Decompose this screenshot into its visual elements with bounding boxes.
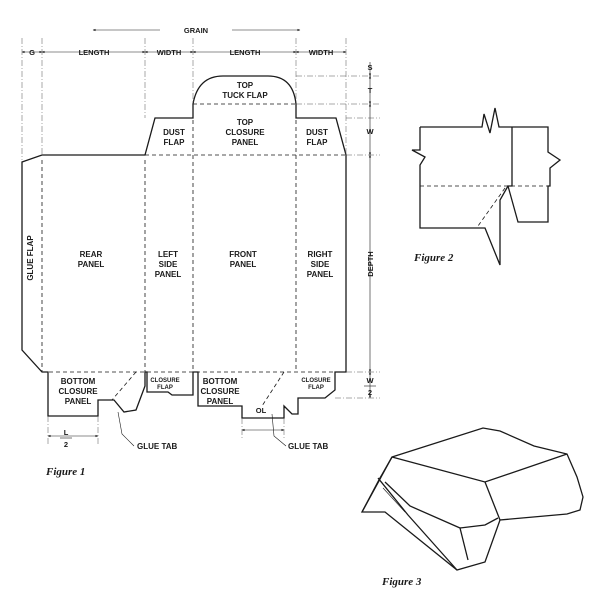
figure-3-inner-flap xyxy=(459,517,499,529)
rear-panel-label: PANEL xyxy=(78,260,105,269)
figure-2-caption: Figure 2 xyxy=(413,252,454,264)
figure-3-end-edge xyxy=(361,456,393,513)
s-label: S xyxy=(367,63,372,72)
depth-label: DEPTH xyxy=(366,251,375,276)
dust-flap-left-label: DUST xyxy=(163,128,185,137)
width-label: WIDTH xyxy=(157,48,182,57)
length-label: LENGTH xyxy=(79,48,110,57)
figure-3-flap-edge xyxy=(377,477,458,571)
glue-tab-right-label: GLUE TAB xyxy=(288,442,329,451)
front-panel-label: PANEL xyxy=(230,260,257,269)
bottom-closure-left-label: BOTTOM xyxy=(61,377,96,386)
dust-flap-right-label: FLAP xyxy=(307,138,329,147)
top-closure-label: CLOSURE xyxy=(225,128,265,137)
top-closure-label: TOP xyxy=(237,118,254,127)
t-label: T xyxy=(368,86,373,95)
front-panel-label: FRONT xyxy=(229,250,257,259)
figure-2-drawing xyxy=(411,107,562,266)
l-half-numerator: L xyxy=(64,428,69,437)
figure-2-fold xyxy=(477,187,506,227)
panel-labels: TOP TUCK FLAP TOP CLOSURE PANEL DUST FLA… xyxy=(26,81,333,451)
closure-flap-left-label: FLAP xyxy=(157,385,173,391)
figure-2-outline xyxy=(420,107,562,223)
glue-flap-label: GLUE FLAP xyxy=(26,235,35,281)
grain-label: GRAIN xyxy=(184,26,208,35)
bottom-closure-left-label: PANEL xyxy=(65,397,92,406)
bottom-closure-right-label: PANEL xyxy=(207,397,234,406)
rear-panel-label: REAR xyxy=(80,250,103,259)
length-label-2: LENGTH xyxy=(230,48,261,57)
left-side-panel-label: PANEL xyxy=(155,270,182,279)
fold-glue-tab-right xyxy=(261,371,285,407)
glue-tab-right-leader xyxy=(271,413,287,447)
figure-3-outline xyxy=(360,427,584,571)
top-tuck-flap-label: TOP xyxy=(237,81,254,90)
width-label-2: WIDTH xyxy=(309,48,334,57)
closure-flap-right-label: CLOSURE xyxy=(301,378,330,384)
closure-flap-right-label: FLAP xyxy=(308,385,324,391)
w-half-numerator: W xyxy=(366,376,374,385)
glue-tab-left-label: GLUE TAB xyxy=(137,442,178,451)
dust-flap-left-label: FLAP xyxy=(164,138,186,147)
figure-3-caption: Figure 3 xyxy=(381,576,422,588)
w-label: W xyxy=(366,127,374,136)
figure-3-corner-edge xyxy=(484,481,501,521)
left-side-panel-label: SIDE xyxy=(159,260,178,269)
dimension-labels: GRAIN G LENGTH WIDTH LENGTH WIDTH S T W … xyxy=(29,26,376,449)
bottom-closure-right-label: CLOSURE xyxy=(200,387,240,396)
dust-flap-right-label: DUST xyxy=(306,128,328,137)
right-side-panel-label: PANEL xyxy=(307,270,334,279)
bottom-closure-left-label: CLOSURE xyxy=(58,387,98,396)
figure-3-drawing xyxy=(360,427,584,571)
figure-3-top-edge xyxy=(391,453,568,483)
top-tuck-flap-label: TUCK FLAP xyxy=(222,91,268,100)
fold-glue-tab-left xyxy=(111,371,137,401)
figure-3-inner-flap xyxy=(384,481,469,561)
g-label: G xyxy=(29,48,35,57)
left-side-panel-label: LEFT xyxy=(158,250,178,259)
right-side-panel-label: SIDE xyxy=(311,260,330,269)
glue-tab-left-leader xyxy=(117,411,135,447)
ol-label: OL xyxy=(256,406,267,415)
figure-2-outline xyxy=(411,127,509,266)
figure-3-detail xyxy=(382,487,406,513)
top-closure-label: PANEL xyxy=(232,138,259,147)
w-half-denominator: 2 xyxy=(368,388,372,397)
right-side-panel-label: RIGHT xyxy=(308,250,333,259)
figure-1-blank xyxy=(21,28,380,447)
closure-flap-left-label: CLOSURE xyxy=(150,378,179,384)
figure-1-caption: Figure 1 xyxy=(45,466,85,478)
l-half-denominator: 2 xyxy=(64,440,68,449)
bottom-closure-right-label: BOTTOM xyxy=(203,377,238,386)
